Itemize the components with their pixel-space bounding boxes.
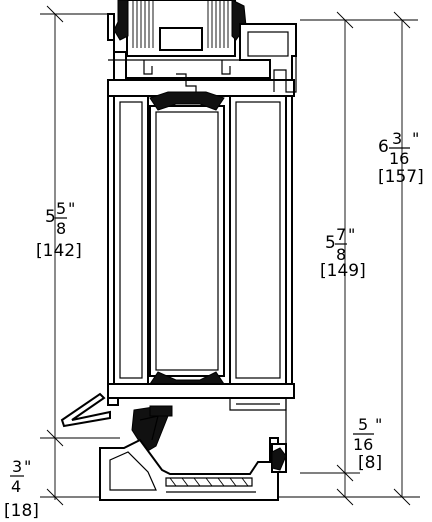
middle-numerator: 7 <box>336 225 346 244</box>
left-denominator: 8 <box>56 219 66 238</box>
glazing-unit <box>113 0 247 57</box>
overall-metric: [157] <box>378 167 424 187</box>
left-unit: " <box>68 199 75 218</box>
middle-unit: " <box>348 225 355 244</box>
left-whole: 5 <box>45 207 56 227</box>
bottom-denominator: 4 <box>11 477 21 496</box>
sill-denominator: 16 <box>353 435 373 454</box>
sill-numerator: 5 <box>358 415 368 434</box>
dimension-lines <box>40 5 420 506</box>
frame-profile <box>60 13 297 501</box>
left-numerator: 5 <box>56 199 66 218</box>
dimension-left-height: 5 5 8 " [142] <box>36 199 82 261</box>
left-metric: [142] <box>36 241 82 261</box>
sill-unit: " <box>375 415 382 434</box>
overall-numerator: 3 <box>392 129 402 148</box>
middle-whole: 5 <box>325 233 336 253</box>
bottom-metric: [18] <box>4 501 39 521</box>
middle-metric: [149] <box>320 261 366 281</box>
sill-metric: [8] <box>358 453 382 473</box>
overall-whole: 6 <box>378 137 389 157</box>
bottom-numerator: 3 <box>12 457 22 476</box>
overall-denominator: 16 <box>389 149 409 168</box>
dimension-sill-offset: 5 16 " [8] <box>353 415 382 473</box>
bottom-unit: " <box>24 457 31 476</box>
dimension-bottom-left: 3 4 " [18] <box>4 457 39 521</box>
dimension-middle-height: 5 7 8 " [149] <box>320 225 366 281</box>
middle-denominator: 8 <box>336 245 346 264</box>
dimension-overall-height: 6 3 16 " [157] <box>378 129 424 187</box>
overall-unit: " <box>412 129 419 148</box>
